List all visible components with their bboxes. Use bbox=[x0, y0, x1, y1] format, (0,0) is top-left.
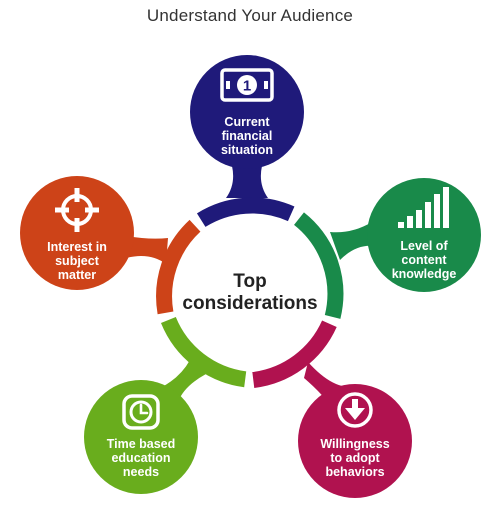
node-label-line: financial bbox=[222, 129, 273, 143]
connector-interest bbox=[126, 236, 168, 264]
connector-current-financial bbox=[226, 166, 268, 198]
node-circle bbox=[298, 384, 412, 498]
svg-text:1: 1 bbox=[243, 78, 251, 95]
node-circle bbox=[84, 380, 198, 494]
download-arrow-icon bbox=[337, 392, 373, 428]
ring-segment-blue bbox=[196, 197, 295, 228]
connector-content-knowledge bbox=[330, 222, 374, 260]
node-willingness-to-adopt-behaviors: Willingness to adopt behaviors bbox=[298, 384, 412, 498]
node-level-of-content-knowledge: Level of content knowledge bbox=[367, 178, 481, 292]
crosshair-icon bbox=[55, 188, 99, 232]
signal-bars-icon bbox=[398, 187, 449, 228]
node-current-financial-situation: 1 Current financial situation bbox=[190, 55, 304, 169]
ring-segment-magenta bbox=[252, 320, 337, 388]
ring-segment-lime bbox=[160, 316, 247, 388]
money-bill-icon: 1 bbox=[220, 68, 274, 102]
node-label-line: to adopt bbox=[330, 451, 380, 465]
center-label-line1: Top bbox=[233, 271, 266, 292]
center-ring bbox=[156, 197, 344, 388]
center-label-line2: considerations bbox=[182, 293, 317, 314]
node-label-line: Interest in bbox=[47, 240, 107, 254]
node-label-line: situation bbox=[221, 143, 273, 157]
node-label-line: Level of bbox=[400, 239, 448, 253]
node-circle bbox=[190, 55, 304, 169]
node-time-based-education-needs: Time based education needs bbox=[84, 380, 198, 494]
node-label-line: content bbox=[401, 253, 447, 267]
node-label-line: Current bbox=[224, 115, 270, 129]
diagram-title: Understand Your Audience bbox=[146, 6, 354, 25]
node-label-line: behaviors bbox=[325, 465, 384, 479]
node-label-line: needs bbox=[123, 465, 159, 479]
ring-segment-green bbox=[293, 212, 344, 319]
node-label-line: Willingness bbox=[320, 437, 389, 451]
node-circle bbox=[367, 178, 481, 292]
ring-segment-orange bbox=[156, 219, 201, 315]
node-label-line: knowledge bbox=[392, 267, 457, 281]
node-interest-in-subject-matter: Interest in subject matter bbox=[20, 176, 134, 290]
clock-icon bbox=[122, 394, 160, 430]
node-circle bbox=[20, 176, 134, 290]
node-label-line: subject bbox=[55, 254, 100, 268]
node-label-line: matter bbox=[58, 268, 96, 282]
node-label-line: education bbox=[111, 451, 170, 465]
node-label-line: Time based bbox=[107, 437, 176, 451]
